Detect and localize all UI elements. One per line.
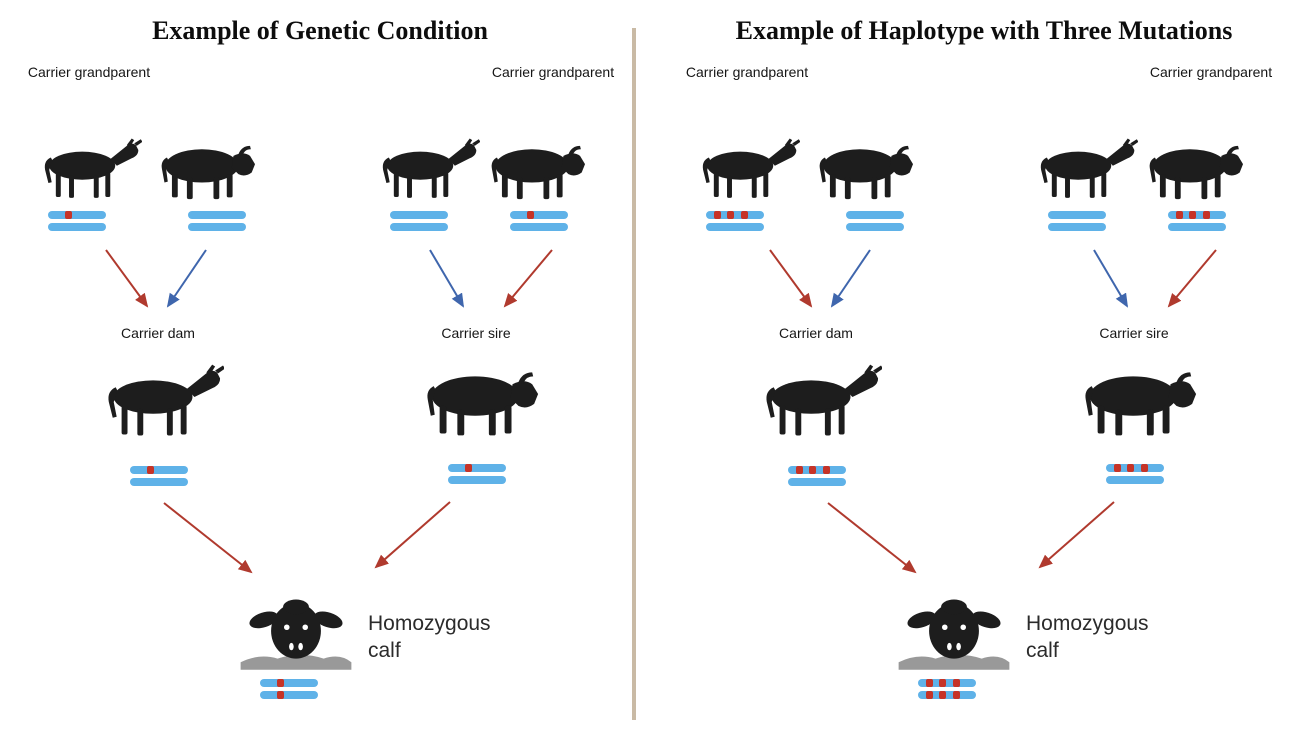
carrier-grandparent-label-left: Carrier grandparent (27, 64, 151, 80)
gp1-chromosome-pair (48, 211, 106, 235)
grandparent-bull-illustration (152, 133, 260, 202)
chromosome-normal (390, 211, 448, 219)
panel-haplotype-three-mutations: Example of Haplotype with Three Mutation… (664, 0, 1304, 740)
grandparent-bull-illustration (482, 133, 590, 202)
grandparent-bull-illustration (1140, 133, 1248, 202)
calf-illustration (236, 582, 356, 678)
sire-chromosome-pair (448, 464, 506, 488)
chromosome-normal (706, 223, 764, 231)
carrier-sire-label: Carrier sire (1099, 325, 1169, 341)
chromosome-normal (788, 478, 846, 486)
chromosome-normal (130, 478, 188, 486)
gp2-chromosome-pair (188, 211, 246, 235)
chromosome-mutated (918, 679, 976, 687)
chromosome-normal (1168, 223, 1226, 231)
gp4-chromosome-pair (1168, 211, 1226, 235)
chromosome-mutated (260, 691, 318, 699)
carrier-grandparent-label-right: Carrier grandparent (491, 64, 615, 80)
sire-bull-illustration (1074, 356, 1202, 440)
gp1-chromosome-pair (706, 211, 764, 235)
chromosome-normal (390, 223, 448, 231)
chromosome-mutated (706, 211, 764, 219)
grandparent-cow-illustration (34, 136, 142, 202)
gp3-chromosome-pair (1048, 211, 1106, 235)
panel-title: Example of Genetic Condition (152, 16, 488, 45)
carrier-dam-label: Carrier dam (121, 325, 195, 341)
carrier-grandparent-label-right: Carrier grandparent (1149, 64, 1273, 80)
dam-chromosome-pair (788, 466, 846, 490)
chromosome-mutated (510, 211, 568, 219)
carrier-sire-label: Carrier sire (441, 325, 511, 341)
chromosome-mutated (918, 691, 976, 699)
homozygous-calf-label: Homozygous calf (368, 612, 491, 663)
grandparent-cow-illustration (1030, 136, 1138, 202)
chromosome-normal (188, 223, 246, 231)
carrier-dam-label: Carrier dam (779, 325, 853, 341)
calf-chromosome-pair (260, 679, 318, 703)
dam-cow-illustration (754, 360, 882, 442)
chromosome-mutated (130, 466, 188, 474)
sire-bull-illustration (416, 356, 544, 440)
calf-chromosome-pair (918, 679, 976, 703)
chromosome-mutated (48, 211, 106, 219)
gp4-chromosome-pair (510, 211, 568, 235)
chromosome-normal (188, 211, 246, 219)
sire-chromosome-pair (1106, 464, 1164, 488)
gp3-chromosome-pair (390, 211, 448, 235)
calf-illustration (894, 582, 1014, 678)
homozygous-calf-label: Homozygous calf (1026, 612, 1149, 663)
grandparent-cow-illustration (692, 136, 800, 202)
dam-cow-illustration (96, 360, 224, 442)
dam-chromosome-pair (130, 466, 188, 490)
chromosome-mutated (1106, 464, 1164, 472)
chromosome-normal (448, 476, 506, 484)
chromosome-mutated (448, 464, 506, 472)
carrier-grandparent-label-left: Carrier grandparent (685, 64, 809, 80)
grandparent-bull-illustration (810, 133, 918, 202)
chromosome-mutated (788, 466, 846, 474)
chromosome-normal (510, 223, 568, 231)
panel-genetic-condition: Example of Genetic Condition Carrier gra… (6, 0, 634, 740)
gp2-chromosome-pair (846, 211, 904, 235)
chromosome-normal (1106, 476, 1164, 484)
chromosome-normal (48, 223, 106, 231)
chromosome-normal (846, 223, 904, 231)
chromosome-normal (846, 211, 904, 219)
chromosome-normal (1048, 223, 1106, 231)
panel-title: Example of Haplotype with Three Mutation… (735, 16, 1233, 45)
grandparent-cow-illustration (372, 136, 480, 202)
panel-divider (632, 28, 636, 720)
chromosome-mutated (1168, 211, 1226, 219)
chromosome-mutated (260, 679, 318, 687)
chromosome-normal (1048, 211, 1106, 219)
